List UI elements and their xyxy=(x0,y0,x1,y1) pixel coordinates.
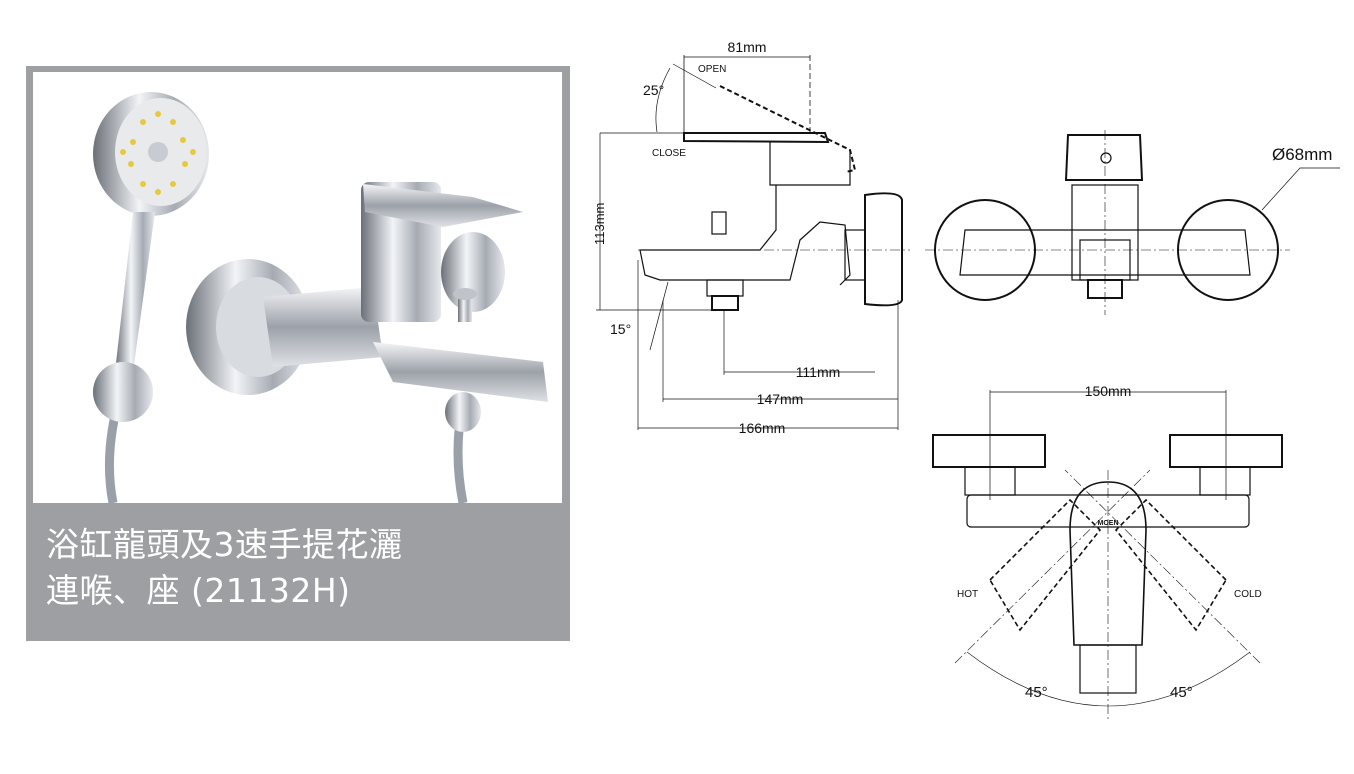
faucet-photo-illustration xyxy=(93,92,548,503)
hot-angle: 45° xyxy=(1025,684,1048,701)
caption-line-2: 連喉、座 (21132H) xyxy=(46,571,351,610)
cold-label: COLD xyxy=(1234,589,1262,600)
side-view: 81mm OPEN CLOSE 25° 113mm 15° 111mm 147m… xyxy=(592,39,910,436)
cold-angle: 45° xyxy=(1170,684,1193,701)
dim-150mm: 150mm xyxy=(1085,383,1132,399)
caption-line-1: 浴缸龍頭及3速手提花灑 xyxy=(46,525,403,564)
dim-113mm: 113mm xyxy=(592,203,607,245)
flange-diameter: Ø68mm xyxy=(1272,145,1332,164)
hot-label: HOT xyxy=(957,589,978,600)
dim-111mm: 111mm xyxy=(796,364,841,380)
brand-mark: MOEN xyxy=(1098,520,1119,527)
dim-147mm: 147mm xyxy=(757,391,804,407)
product-photo xyxy=(33,72,562,503)
top-view: 150mm MOEN HOT COLD 45° 45° xyxy=(932,383,1283,720)
product-caption: 浴缸龍頭及3速手提花灑 連喉、座 (21132H) xyxy=(46,522,403,614)
lever-angle: 25° xyxy=(643,82,664,98)
spout-angle: 15° xyxy=(610,321,631,337)
dim-81mm: 81mm xyxy=(728,39,767,55)
dim-166mm: 166mm xyxy=(739,420,786,436)
open-label: OPEN xyxy=(698,64,726,75)
shower-nozzles xyxy=(120,111,196,195)
front-view: Ø68mm xyxy=(925,130,1340,315)
close-label: CLOSE xyxy=(652,148,686,159)
product-panel: 浴缸龍頭及3速手提花灑 連喉、座 (21132H) xyxy=(26,66,570,641)
